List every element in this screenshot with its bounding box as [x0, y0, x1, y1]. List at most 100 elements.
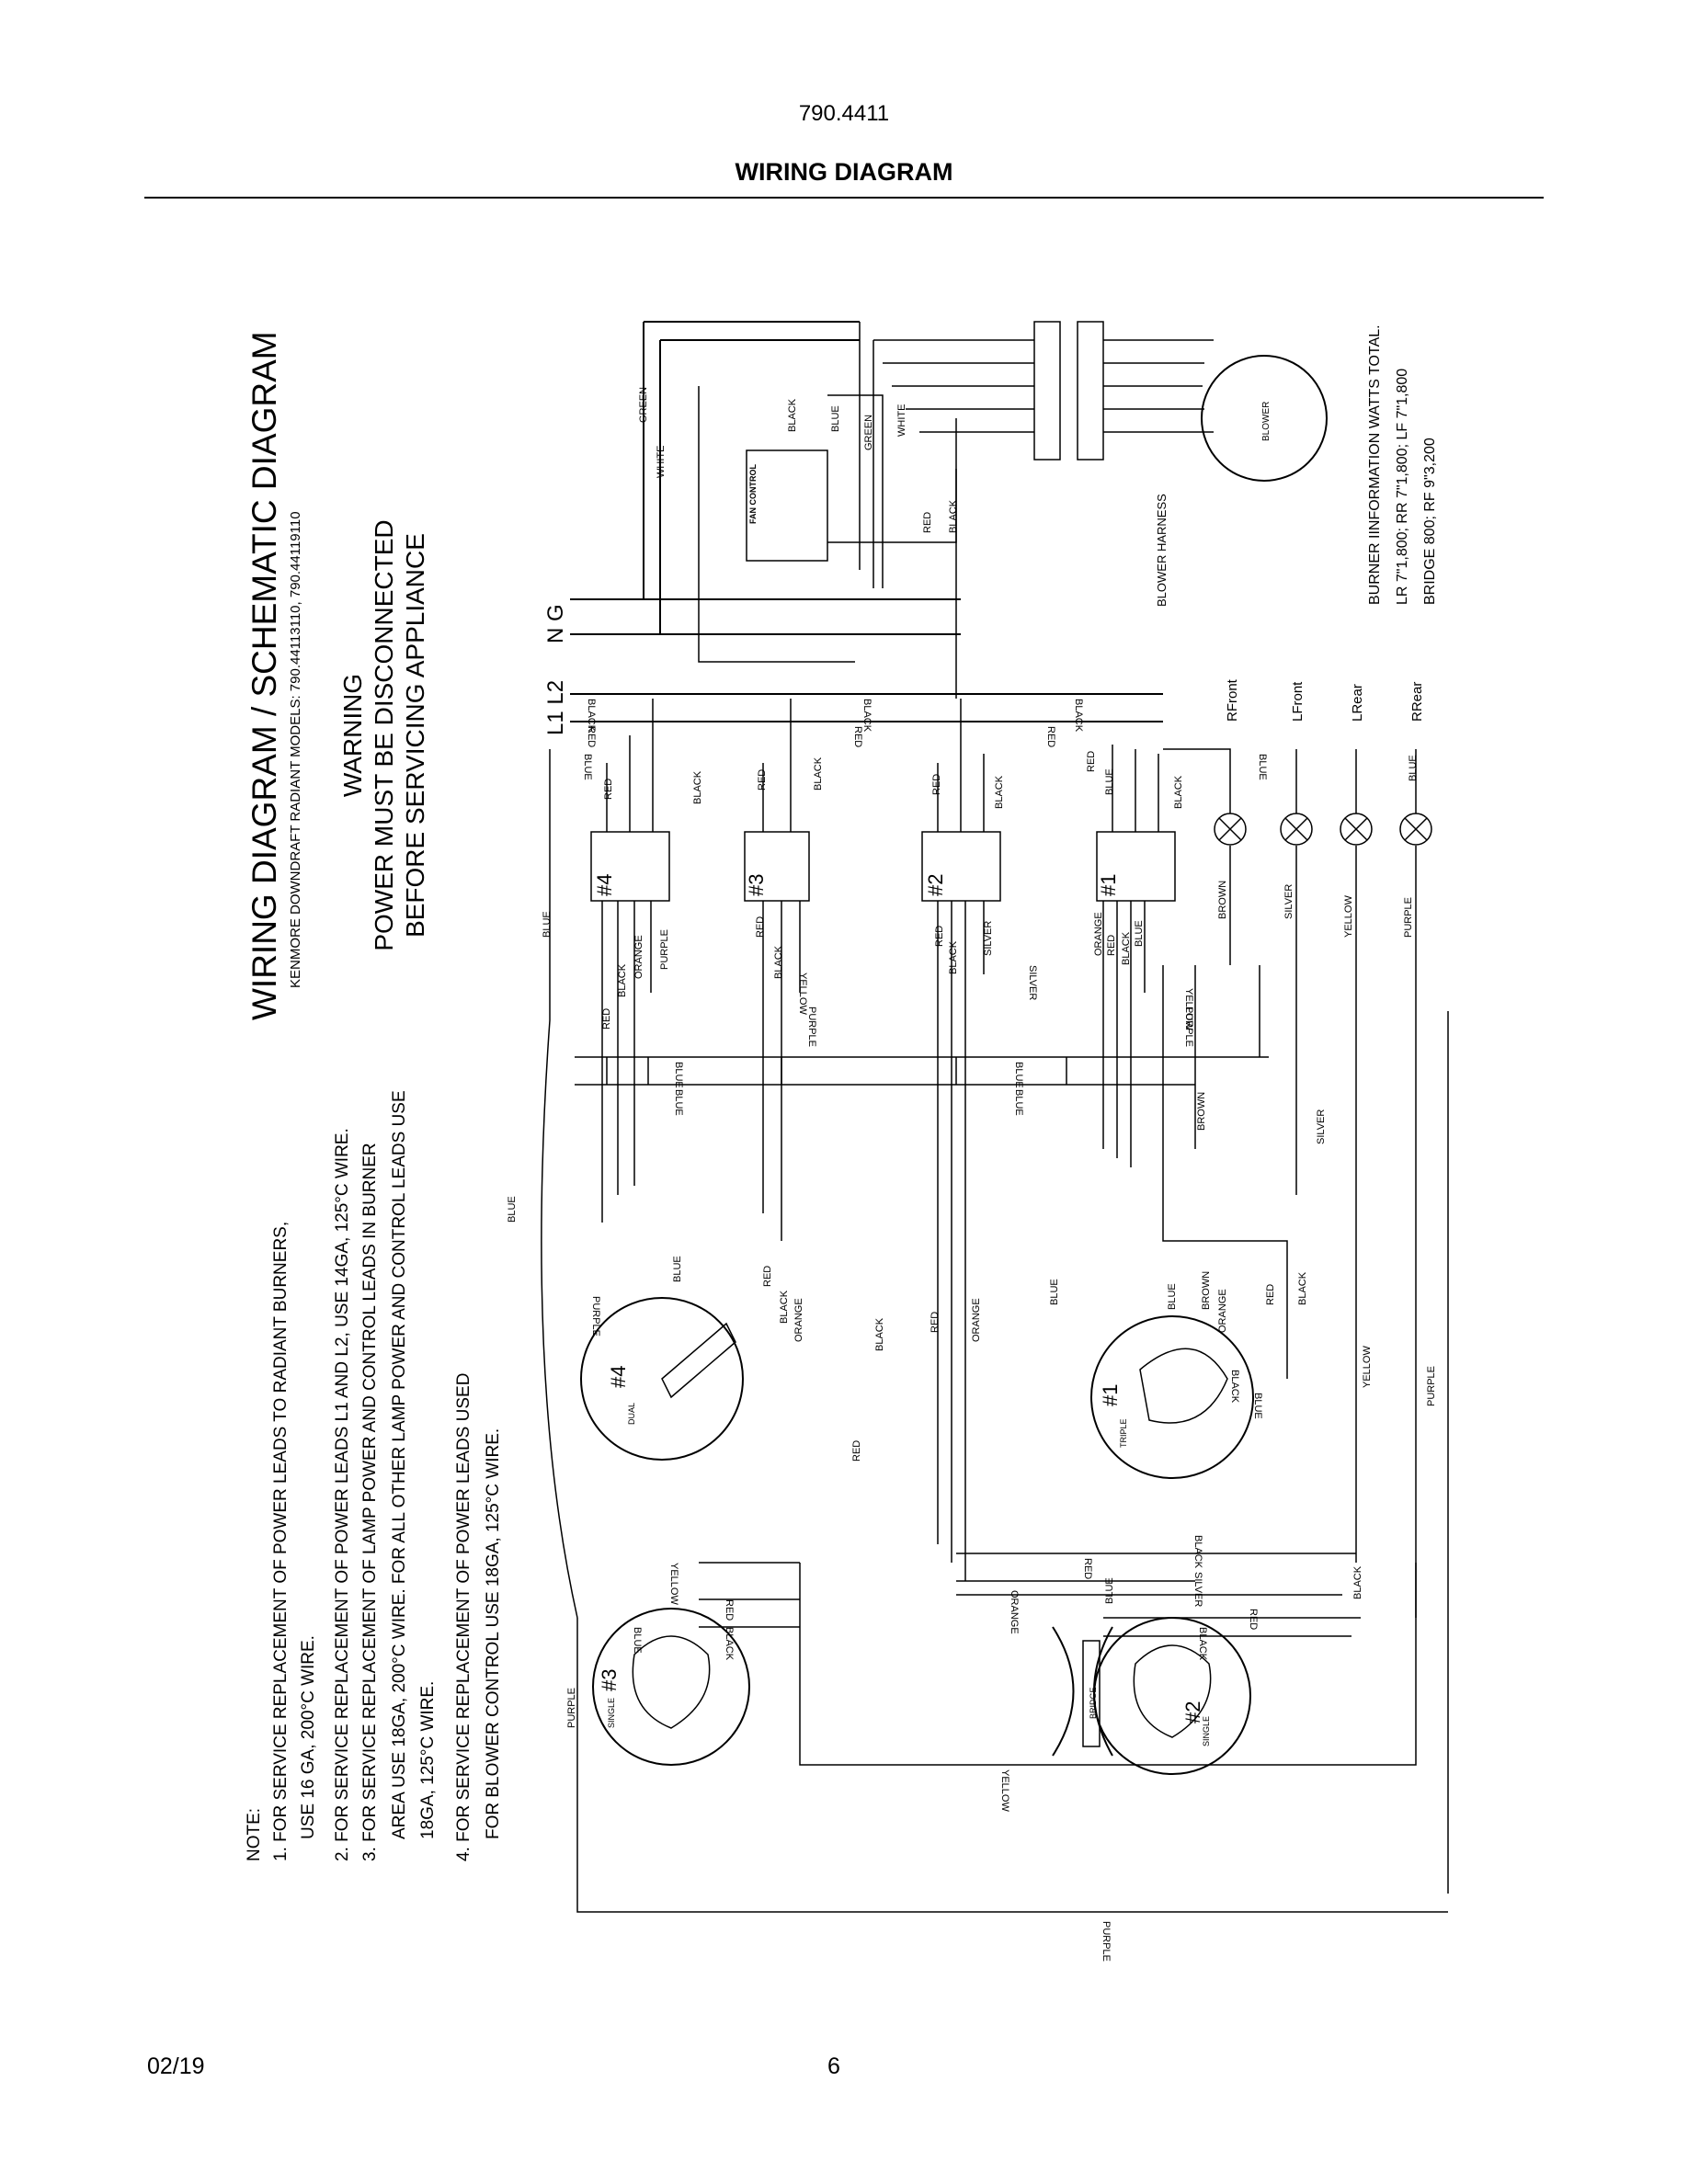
wl-black-b4: BLACK [779, 1290, 790, 1324]
wl-purple-b4: PURPLE [590, 1296, 601, 1337]
wl-blue-vert: BLUE [1049, 1279, 1060, 1305]
wl-black-h-low: BLACK [1192, 1535, 1203, 1569]
wl-red-s1b: RED [1106, 935, 1117, 956]
wire-label-red-fan: RED [922, 512, 933, 533]
wl-silver-lamp: SILVER [1283, 884, 1295, 919]
wl-blue-b2: BLUE [1104, 1577, 1115, 1604]
wl-black-top: BLACK [586, 699, 597, 733]
burner-4-type: DUAL [627, 1403, 636, 1425]
wl-blue-lamps: BLUE [1257, 754, 1268, 780]
burner-4: #4 DUAL [580, 1297, 744, 1461]
supply-wires [570, 321, 1163, 722]
wire-labels: BLACK RED BLACK RED BLACK RED BLUE RED B… [507, 699, 1437, 1962]
bridge-element: BRIDGE [1052, 1626, 1113, 1757]
wire-label-black-fan-2: BLACK [948, 499, 959, 533]
wire-label-green-1: GREEN [638, 387, 649, 423]
switch-2-num: #2 [924, 874, 947, 896]
burner-info-title: BURNER IINFORMATION WATTS TOTAL. [1367, 324, 1383, 605]
lower-wires [541, 1019, 1448, 1913]
blower-motor [1201, 355, 1328, 482]
wl-blue-s1b: BLUE [1134, 920, 1145, 947]
wl-blue-s1: BLUE [1104, 768, 1115, 795]
wl-blue-b3: BLUE [632, 1627, 643, 1654]
wl-blue-rrear: BLUE [1408, 755, 1419, 781]
switch-3: #3 [744, 699, 810, 902]
diagram-models: KENMORE DOWNDRAFT RADIANT MODELS: 790.44… [288, 511, 303, 988]
burner-2-num: #2 [1181, 1701, 1204, 1723]
note-3b: AREA USE 18GA, 200°C WIRE. FOR ALL OTHER… [390, 1090, 409, 1839]
wl-orange-b1: ORANGE [1217, 1289, 1228, 1333]
wl-purple-b3: PURPLE [566, 1688, 577, 1728]
wl-yellow-mid: YELLOW [797, 973, 808, 1015]
wl-orange-s1: ORANGE [1093, 912, 1104, 956]
wl-black-s2b: BLACK [948, 940, 959, 974]
footer-date: 02/19 [147, 2053, 205, 2079]
blower-connector-b [1077, 321, 1104, 461]
burner-4-num: #4 [607, 1366, 630, 1388]
wl-blue-row2-b: BLUE [1013, 1089, 1024, 1116]
note-4: 4. FOR SERVICE REPLACEMENT OF POWER LEAD… [454, 1373, 473, 1861]
switch-1: #1 [1096, 745, 1176, 902]
fan-control-label: FAN CONTROL [748, 464, 758, 524]
wl-red-b2: RED [1248, 1609, 1259, 1630]
wl-red-b1: RED [1265, 1284, 1276, 1305]
wl-yellow-right: YELLOW [1183, 988, 1194, 1030]
wl-silver-right: SILVER [1316, 1109, 1327, 1144]
wl-orange-harness: ORANGE [633, 935, 644, 979]
warning-line-2: BEFORE SERVICING APPLIANCE [401, 533, 429, 938]
switch-1-num: #1 [1097, 874, 1120, 896]
wl-yellow-bottom: YELLOW [999, 1769, 1010, 1812]
wl-black-vert: BLACK [874, 1317, 885, 1351]
wl-blue-b1-h: BLUE [1252, 1393, 1263, 1419]
wl-blue-row2-a: BLUE [673, 1089, 684, 1116]
wire-label-black-fan: BLACK [787, 398, 798, 432]
wl-blue-left: BLUE [542, 911, 553, 938]
note-1b: USE 16 GA, 200°C WIRE. [299, 1635, 318, 1839]
warning-line-1: POWER MUST BE DISCONNECTED [370, 519, 398, 950]
wl-brown-lamp: BROWN [1217, 881, 1228, 919]
bridge-label: BRIDGE [1089, 1687, 1098, 1719]
wl-red-left: RED [601, 1008, 612, 1029]
wl-blue-b1: BLUE [1167, 1283, 1178, 1310]
burner-1-num: #1 [1099, 1384, 1122, 1406]
wire-label-white-1: WHITE [656, 446, 667, 478]
header-rule [144, 197, 1544, 199]
note-4b: FOR BLOWER CONTROL USE 18GA, 125°C WIRE. [484, 1428, 503, 1839]
wl-red-top: RED [586, 726, 597, 747]
wl-red-s2b: RED [934, 926, 945, 947]
lamp-label-rfront: RFront [1225, 678, 1240, 722]
wl-red-right: RED [1045, 726, 1056, 747]
burner-2-type: SINGLE [1202, 1716, 1211, 1746]
wl-purple-harness: PURPLE [659, 929, 670, 970]
wl-black-s4: BLACK [692, 770, 703, 804]
switch-2: #2 [921, 699, 1001, 902]
wl-red-vert: RED [930, 1312, 941, 1333]
burner-1: #1 TRIPLE [1090, 1315, 1254, 1479]
blower-harness-label: BLOWER HARNESS [1155, 494, 1169, 607]
wl-black-s2: BLACK [994, 775, 1005, 809]
wl-brown-b1: BROWN [1201, 1271, 1212, 1310]
wl-black-s3b: BLACK [773, 945, 784, 979]
wl-purple-right: PURPLE [1183, 1007, 1194, 1047]
blower-connector-a [1033, 321, 1061, 461]
wl-orange-vert: ORANGE [971, 1298, 982, 1342]
wl-black-b1: BLACK [1297, 1271, 1308, 1305]
wl-brown-mid: BROWN [1196, 1092, 1207, 1131]
wl-blue-far-left: BLUE [507, 1196, 518, 1223]
page-title: WIRING DIAGRAM [735, 158, 953, 186]
burner-info-line-2: BRIDGE 800; RF 9"3,200 [1422, 438, 1438, 605]
wl-blue-row1-a: BLUE [673, 1062, 684, 1088]
wl-black-s1b: BLACK [1121, 931, 1132, 965]
wl-red-b3: RED [724, 1599, 735, 1621]
wl-yellow-b3: YELLOW [668, 1563, 679, 1605]
lamps: RFront LFront LRear RRear [1163, 678, 1432, 965]
warning-title: WARNING [338, 674, 367, 797]
wl-red-s3b: RED [755, 916, 766, 938]
note-3: 3. FOR SERVICE REPLACEMENT OF LAMP POWER… [360, 1143, 380, 1861]
fan-control-box [746, 449, 828, 562]
wl-orange-b4: ORANGE [793, 1298, 804, 1342]
note-3c: 18GA, 125°C WIRE. [418, 1681, 438, 1839]
wire-label-green-2: GREEN [863, 415, 874, 450]
burner-3-num: #3 [598, 1669, 621, 1691]
wire-label-white-2: WHITE [896, 404, 907, 437]
